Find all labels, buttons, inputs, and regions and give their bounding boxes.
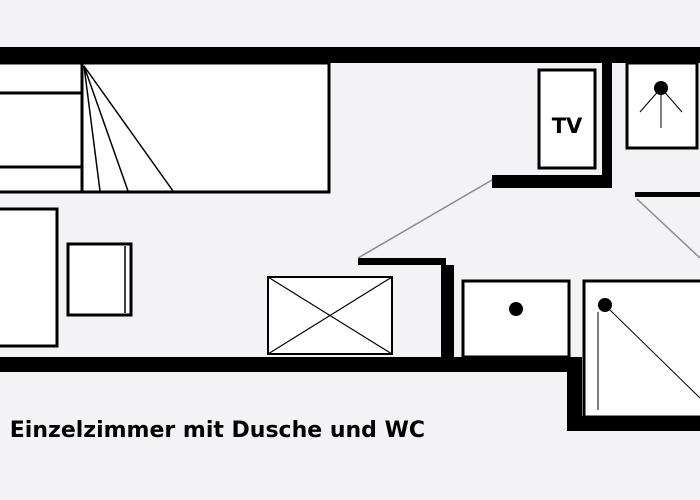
tv-label: TV (552, 114, 583, 138)
partition-vertical (602, 63, 612, 188)
bed (80, 61, 331, 194)
stub-wall-vertical (441, 265, 454, 357)
luggage-rack (267, 276, 393, 355)
wardrobe (0, 61, 84, 194)
walls (0, 47, 700, 431)
plan-caption: Einzelzimmer mit Dusche und WC (0, 416, 700, 450)
wardrobe-cell-1 (0, 61, 84, 95)
toilet (625, 61, 699, 150)
bathroom-wall-left (567, 357, 582, 430)
partition-horizontal (492, 175, 612, 188)
wall-end-right (635, 192, 700, 197)
shower-drain (598, 298, 612, 312)
bathroom-wall-bottom (567, 416, 700, 431)
bed-blanket-line (83, 65, 174, 192)
shower-tray (582, 279, 700, 419)
bed-frame (80, 61, 331, 194)
caption-text: Einzelzimmer mit Dusche und WC (9, 418, 425, 443)
wardrobe-cell-3 (0, 165, 84, 194)
bed-blanket-line (83, 65, 129, 192)
washbasin-drain (509, 302, 523, 316)
washbasin (461, 279, 571, 359)
top-wall (0, 47, 700, 63)
entrance-door-swing (357, 179, 493, 259)
door-swings (357, 179, 700, 259)
wardrobe-cell-2 (0, 91, 84, 169)
bottom-wall (0, 357, 580, 372)
tv-cabinet: TV (537, 68, 597, 170)
chair (66, 242, 133, 317)
bed-blanket-line (83, 65, 101, 192)
stub-wall-upper (358, 258, 446, 265)
desk (0, 207, 59, 348)
bathroom-door-swing (636, 198, 700, 259)
